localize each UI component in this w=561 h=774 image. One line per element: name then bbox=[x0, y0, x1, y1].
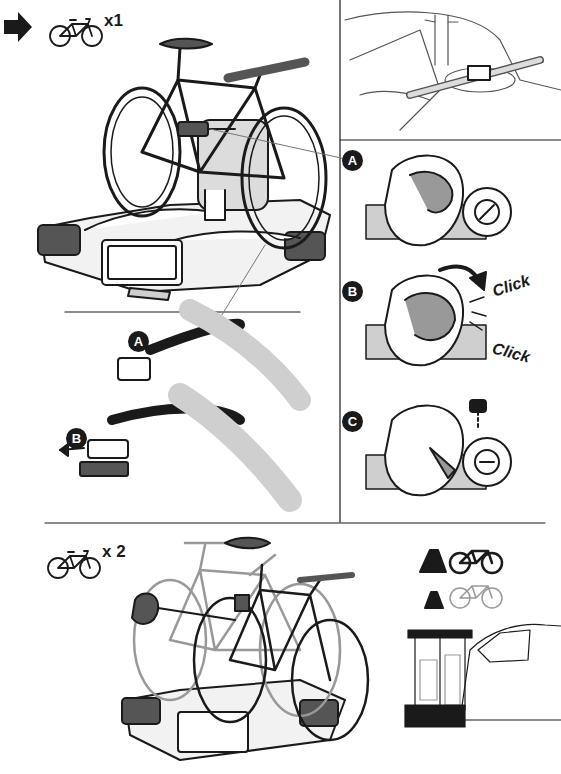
step-letter-text: A bbox=[348, 154, 357, 167]
sound-label: Click bbox=[490, 272, 531, 299]
step-letter: A bbox=[342, 150, 363, 171]
step-letter-text: C bbox=[348, 415, 357, 428]
step-letter: B bbox=[342, 281, 363, 302]
step-letter-text: A bbox=[134, 335, 143, 348]
step-letter: A bbox=[128, 331, 149, 352]
quantity-label: x1 bbox=[104, 12, 123, 29]
sound-label: Click bbox=[491, 340, 532, 365]
step-letter-text: B bbox=[348, 285, 357, 298]
step-letter: C bbox=[342, 411, 363, 432]
quantity-label: x 2 bbox=[102, 543, 126, 560]
step-letter: B bbox=[66, 428, 87, 449]
step-letter-text: B bbox=[72, 432, 81, 445]
